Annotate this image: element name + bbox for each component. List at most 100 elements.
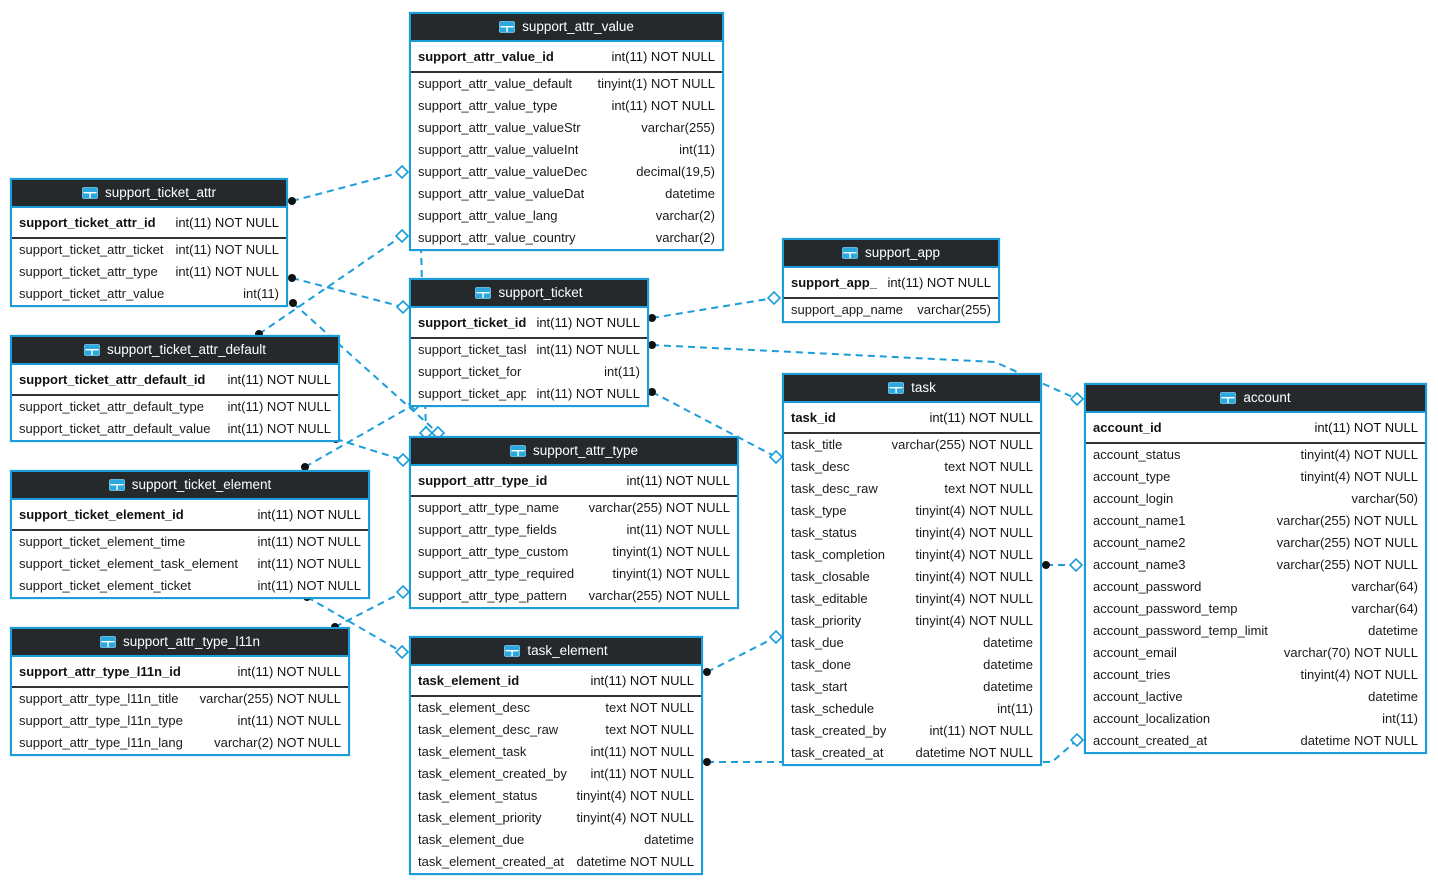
- column-type: tinyint(1) NOT NULL: [612, 566, 730, 581]
- column-name: task_title: [791, 437, 843, 452]
- column-name: task_desc_raw: [791, 481, 878, 496]
- relationship-diamond-endpoint: [395, 584, 411, 600]
- column-name: support_attr_type_l11n_title: [19, 691, 179, 706]
- column-name: support_ticket_task: [418, 342, 527, 357]
- column-type: int(11) NOT NULL: [237, 713, 341, 728]
- column-row: support_attr_type_name varchar(255) NOT N…: [411, 497, 737, 519]
- table-header[interactable]: task_element: [411, 638, 701, 666]
- column-name: task_element_id: [418, 673, 520, 688]
- table-header[interactable]: support_attr_type: [411, 438, 737, 466]
- relationship-dot-endpoint: [301, 463, 309, 471]
- column-name: task_element_desc_raw: [418, 722, 559, 737]
- relationship-diamond-endpoint: [1068, 557, 1084, 573]
- table-support_ticket[interactable]: support_ticket support_ticket_id int(11) N…: [409, 278, 649, 407]
- column-name: account_status: [1093, 447, 1181, 462]
- table-header[interactable]: support_ticket_attr: [12, 180, 286, 208]
- column-type: int(11) NOT NULL: [175, 215, 279, 230]
- column-type: int(11) NOT NULL: [257, 534, 361, 549]
- column-name: account_id: [1093, 420, 1162, 435]
- table-header[interactable]: task: [784, 375, 1040, 403]
- table-support_attr_type_l11n[interactable]: support_attr_type_l11n support_attr_type_…: [10, 627, 350, 756]
- column-type: tinyint(4) NOT NULL: [915, 547, 1033, 562]
- column-type: int(11): [243, 286, 279, 301]
- column-name: support_ticket_element_ticket: [19, 578, 191, 593]
- table-title: support_ticket_attr: [104, 185, 217, 200]
- table-header[interactable]: support_attr_value: [411, 14, 722, 42]
- column-type: decimal(19,5): [636, 164, 715, 179]
- column-name: task_created_at: [791, 745, 884, 760]
- column-name: task_priority: [791, 613, 862, 628]
- column-name: task_closable: [791, 569, 870, 584]
- column-name: support_attr_type_name: [418, 500, 559, 515]
- column-type: varchar(64): [1351, 601, 1418, 616]
- column-name: task_due: [791, 635, 844, 650]
- table-support_ticket_attr[interactable]: support_ticket_attr support_ticket_attr_i…: [10, 178, 288, 307]
- column-name: task_done: [791, 657, 851, 672]
- column-type: tinyint(4) NOT NULL: [915, 569, 1033, 584]
- relationship-diamond-endpoint: [395, 299, 411, 315]
- column-row: support_attr_type_required tinyint(1) NOT…: [411, 563, 737, 585]
- relationship-dot-endpoint: [288, 197, 296, 205]
- column-type: int(11): [997, 701, 1033, 716]
- table-header[interactable]: support_ticket_element: [12, 472, 368, 500]
- relationship-dot-endpoint: [703, 758, 711, 766]
- column-type: tinyint(4) NOT NULL: [1300, 447, 1418, 462]
- column-name: task_element_due: [418, 832, 525, 847]
- column-type: datetime: [665, 186, 715, 201]
- column-row: support_attr_type_l11n_lang varchar(2) NO…: [12, 732, 348, 754]
- table-header[interactable]: support_app: [784, 240, 998, 268]
- column-type: varchar(70) NOT NULL: [1283, 645, 1418, 660]
- column-name: support_ticket_element_task_element: [19, 556, 238, 571]
- column-name: account_created_at: [1093, 733, 1208, 748]
- column-name: support_attr_type_required: [418, 566, 575, 581]
- table-account[interactable]: account account_id int(11) NOT NULL account…: [1084, 383, 1427, 754]
- column-name: task_element_priority: [418, 810, 542, 825]
- relationship-diamond-endpoint: [394, 644, 410, 660]
- table-header[interactable]: support_ticket: [411, 280, 647, 308]
- table-header[interactable]: account: [1086, 385, 1425, 413]
- table-support_ticket_element[interactable]: support_ticket_element support_ticket_ele…: [10, 470, 370, 599]
- column-name: support_ticket_app: [418, 386, 527, 401]
- column-name: support_attr_value_valueDat: [418, 186, 585, 201]
- column-type: int(11) NOT NULL: [536, 342, 640, 357]
- column-type: datetime: [983, 679, 1033, 694]
- column-row: task_closable tinyint(4) NOT NULL: [784, 566, 1040, 588]
- column-type: int(11) NOT NULL: [1314, 420, 1418, 435]
- column-name: support_ticket_attr_id: [19, 215, 156, 230]
- column-type: tinyint(4) NOT NULL: [1300, 469, 1418, 484]
- column-type: varchar(255) NOT NULL: [1276, 513, 1418, 528]
- table-header[interactable]: support_ticket_attr_default: [12, 337, 338, 365]
- table-header[interactable]: support_attr_type_l11n: [12, 629, 348, 657]
- table-title: support_attr_value: [522, 19, 634, 34]
- column-type: tinyint(4) NOT NULL: [915, 613, 1033, 628]
- column-name: support_attr_type_l11n_lang: [19, 735, 183, 750]
- column-name: support_ticket_id: [418, 315, 527, 330]
- column-type: varchar(255) NOT NULL: [588, 500, 730, 515]
- column-type: varchar(2) NOT NULL: [214, 735, 341, 750]
- column-type: int(11) NOT NULL: [929, 723, 1033, 738]
- relationship-dot-endpoint: [648, 341, 656, 349]
- column-name: account_tries: [1093, 667, 1171, 682]
